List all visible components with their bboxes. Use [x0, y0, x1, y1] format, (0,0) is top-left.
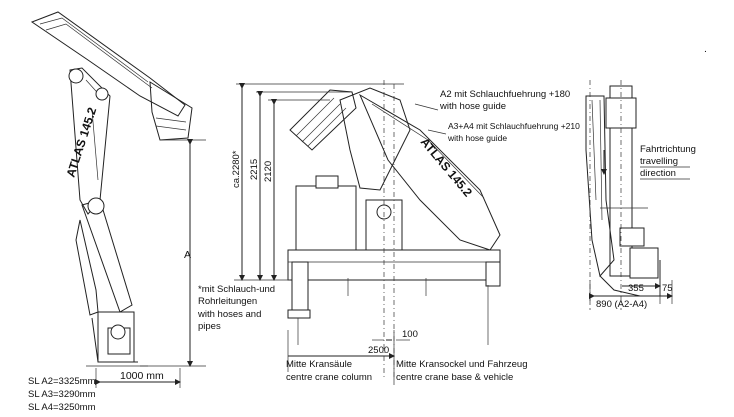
- sl-a4: SL A4=3250mm: [28, 402, 96, 413]
- hose-note-line-3: with hoses and: [197, 309, 261, 320]
- hose-note-line-1: *mit Schlauch-und: [198, 284, 275, 295]
- dim-2215: 2215: [249, 159, 260, 180]
- left-crane-drawing: [30, 11, 206, 388]
- dim-2500: 2500: [368, 345, 389, 356]
- corner-dot: .: [704, 43, 707, 55]
- direction-line-3: direction: [640, 168, 676, 179]
- a3-note-line-1: A3+A4 mit Schlauchfuehrung +210: [448, 121, 580, 131]
- right-caption-line-1: Mitte Kransockel und Fahrzeug: [396, 359, 527, 370]
- right-caption-line-2: centre crane base & vehicle: [396, 372, 513, 383]
- left-brand-label: ATLAS 145.2: [64, 105, 100, 179]
- hose-note-line-2: Rohrleitungen: [198, 296, 257, 307]
- a2-note-line-1: A2 mit Schlauchfuehrung +180: [440, 89, 570, 100]
- left-caption-line-2: centre crane column: [286, 372, 372, 383]
- left-dim-width: 1000 mm: [120, 370, 164, 382]
- left-dim-a: A: [184, 249, 191, 261]
- dim-355: 355: [628, 283, 644, 294]
- dim-75: 75: [662, 283, 673, 294]
- center-brand-label: ATLAS 145.2: [418, 135, 476, 200]
- a2-note-line-2: with hose guide: [439, 101, 506, 112]
- direction-line-1: Fahrtrichtung: [640, 144, 696, 155]
- dim-100: 100: [402, 329, 418, 340]
- dim-890: 890 (A2-A4): [596, 299, 647, 310]
- right-crane-drawing: [585, 80, 673, 310]
- sl-a3: SL A3=3290mm: [28, 389, 96, 400]
- left-caption-line-1: Mitte Kransäule: [286, 359, 352, 370]
- sl-a2: SL A2=3325mm: [28, 376, 96, 387]
- center-crane-drawing: [234, 80, 501, 385]
- dim-2120: 2120: [263, 161, 274, 182]
- hose-note-line-4: pipes: [198, 321, 221, 332]
- a3-note-line-2: with hose guide: [447, 133, 507, 143]
- dim-ca2280: ca.2280*: [231, 150, 242, 188]
- direction-line-2: travelling: [640, 156, 678, 167]
